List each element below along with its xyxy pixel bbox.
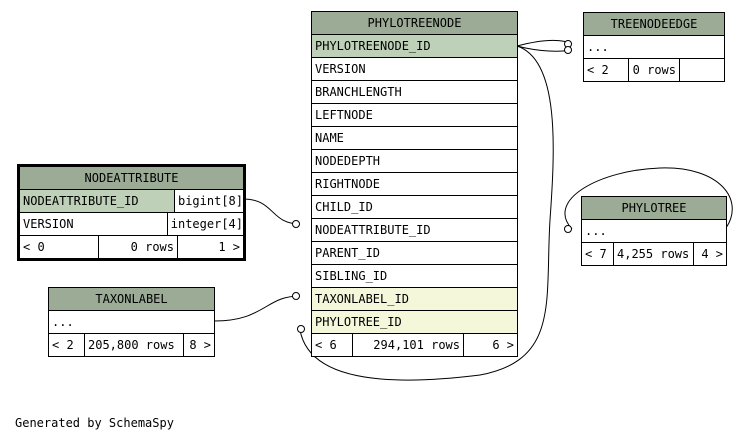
table-footer: < 6 294,101 rows 6 > bbox=[312, 334, 517, 356]
column-row: SIBLING_ID bbox=[312, 265, 517, 288]
column-name: VERSION bbox=[20, 213, 168, 235]
table-title: TAXONLABEL bbox=[49, 288, 214, 311]
parents-count[interactable]: < 6 bbox=[312, 334, 353, 356]
children-count[interactable]: 4 > bbox=[701, 247, 723, 261]
column-row: NODEDEPTH bbox=[312, 150, 517, 173]
collapsed-columns: ... bbox=[584, 36, 724, 59]
table-title: PHYLOTREE bbox=[582, 197, 726, 220]
row-count: 0 rows bbox=[99, 236, 178, 258]
children-count[interactable]: 6 > bbox=[492, 338, 514, 352]
collapsed-columns: ... bbox=[49, 311, 214, 334]
crowfoot-circle bbox=[292, 220, 300, 228]
children-count[interactable]: 8 > bbox=[189, 338, 211, 352]
primary-key-column: NODEATTRIBUTE_ID bigint[8] bbox=[20, 190, 243, 213]
parents-count[interactable]: < 2 bbox=[584, 59, 629, 81]
table-footer: < 2 205,800 rows 8 > bbox=[49, 334, 214, 356]
row-count: 0 rows bbox=[629, 59, 680, 81]
table-title: NODEATTRIBUTE bbox=[20, 167, 243, 190]
parents-count[interactable]: < 2 bbox=[49, 334, 85, 356]
column-name: NODEATTRIBUTE_ID bbox=[20, 190, 175, 212]
children-count bbox=[680, 59, 724, 81]
crowfoot-circle bbox=[297, 325, 305, 333]
foreign-key-column: TAXONLABEL_ID bbox=[312, 288, 517, 311]
crowfoot-circle bbox=[564, 46, 572, 54]
parents-count[interactable]: < 7 bbox=[582, 243, 614, 265]
crowfoot-circle bbox=[564, 225, 572, 233]
table-nodeattribute[interactable]: NODEATTRIBUTE NODEATTRIBUTE_ID bigint[8]… bbox=[17, 164, 246, 261]
table-treenodeedge[interactable]: TREENODEEDGE ... < 2 0 rows bbox=[583, 12, 725, 82]
table-footer: < 2 0 rows bbox=[584, 59, 724, 81]
column-row: NODEATTRIBUTE_ID bbox=[312, 219, 517, 242]
collapsed-columns: ... bbox=[582, 220, 726, 243]
column-row: RIGHTNODE bbox=[312, 173, 517, 196]
column-row: NAME bbox=[312, 127, 517, 150]
edge-taxonlabel-phylotreenode bbox=[213, 295, 301, 322]
column-row: PARENT_ID bbox=[312, 242, 517, 265]
column-row: VERSION bbox=[312, 58, 517, 81]
table-title: PHYLOTREENODE bbox=[312, 12, 517, 35]
row-count: 294,101 rows bbox=[353, 334, 464, 356]
row-count: 205,800 rows bbox=[85, 334, 184, 356]
parents-count[interactable]: < 0 bbox=[20, 236, 99, 258]
column-type: integer[4] bbox=[170, 217, 243, 231]
foreign-key-column: PHYLOTREE_ID bbox=[312, 311, 517, 334]
table-taxonlabel[interactable]: TAXONLABEL ... < 2 205,800 rows 8 > bbox=[48, 287, 215, 357]
table-phylotreenode[interactable]: PHYLOTREENODE PHYLOTREENODE_ID VERSION B… bbox=[311, 11, 518, 357]
column-row: VERSION integer[4] bbox=[20, 213, 243, 236]
column-row: CHILD_ID bbox=[312, 196, 517, 219]
table-footer: < 7 4,255 rows 4 > bbox=[582, 243, 726, 265]
edge-nodeattribute-phylotreenode bbox=[242, 198, 301, 225]
column-row: BRANCHLENGTH bbox=[312, 81, 517, 104]
table-footer: < 0 0 rows 1 > bbox=[20, 236, 243, 258]
children-count[interactable]: 1 > bbox=[218, 240, 240, 254]
edge-phylotreenode-phylotree-a bbox=[299, 45, 554, 381]
edge-phylotree-loop bbox=[564, 167, 733, 230]
table-title: TREENODEEDGE bbox=[584, 13, 724, 36]
crowfoot-circle bbox=[292, 292, 300, 300]
edge-phylotreenode-treenodeedge-a bbox=[516, 39, 573, 47]
generated-by-caption: Generated by SchemaSpy bbox=[15, 416, 174, 430]
column-row: LEFTNODE bbox=[312, 104, 517, 127]
column-type: bigint[8] bbox=[174, 190, 243, 212]
row-count: 4,255 rows bbox=[614, 243, 694, 265]
primary-key-column: PHYLOTREENODE_ID bbox=[312, 35, 517, 58]
table-phylotree[interactable]: PHYLOTREE ... < 7 4,255 rows 4 > bbox=[581, 196, 727, 266]
